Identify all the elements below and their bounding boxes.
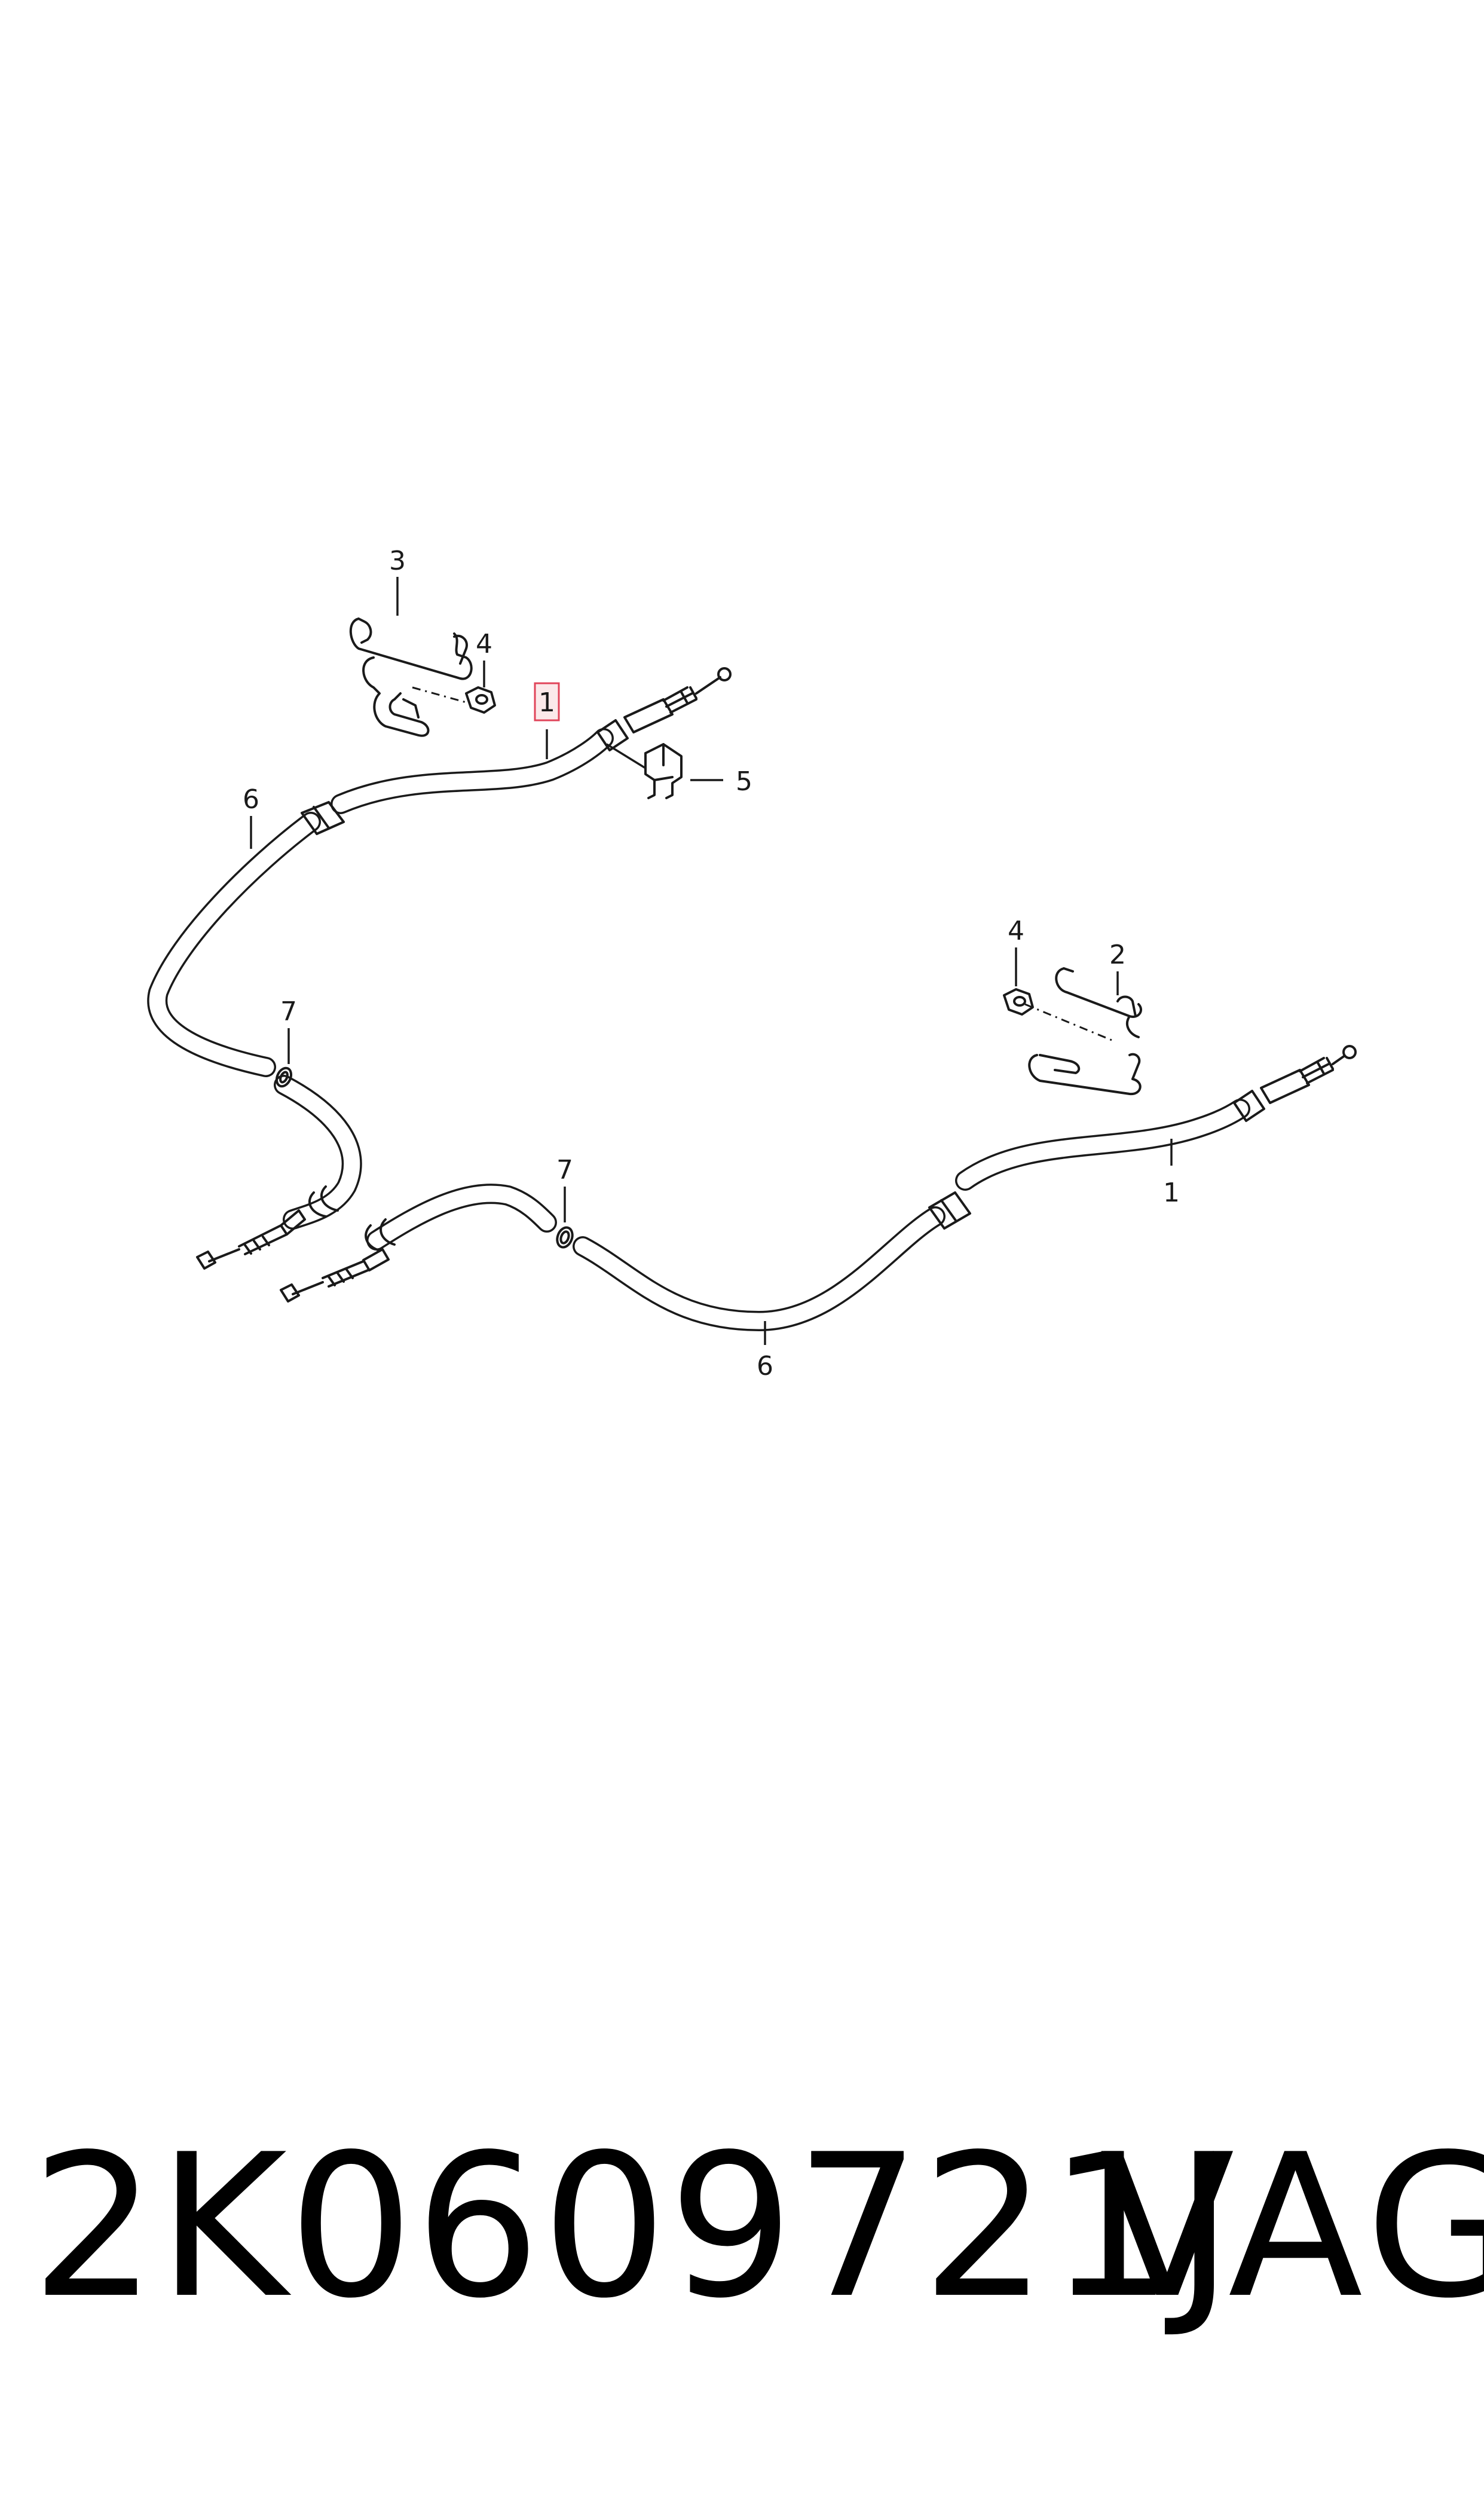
o-ring-mid — [556, 1226, 574, 1249]
lower-cable-end-fitting — [1233, 1054, 1346, 1122]
callout-1-top: 1 — [538, 687, 555, 718]
bracket-right — [1028, 967, 1142, 1096]
part-number: 2K0609721J — [31, 2112, 1235, 2341]
nut-upper-hole — [475, 694, 488, 705]
upper-cable-grommet — [301, 801, 345, 835]
clip-5-outline — [644, 743, 683, 799]
footer: 2K0609721J VAG — [0, 2128, 1484, 2403]
lower-cable-ball-end — [1342, 1045, 1357, 1059]
bracket-upper-hook — [362, 656, 430, 737]
callout-2: 2 — [1109, 940, 1126, 970]
bracket-right-outline — [1055, 967, 1142, 1038]
bracket-upper — [349, 617, 473, 737]
nut-upper — [465, 686, 496, 714]
lower-cable-left-nut — [280, 1283, 300, 1303]
nut-right-hex — [1003, 988, 1034, 1016]
o-ring-left-inner — [279, 1071, 289, 1084]
lower-brake-cable — [280, 1045, 1357, 1331]
exploded-parts-diagram: 1 1 2 3 4 4 5 6 6 7 7 — [147, 546, 1357, 1381]
upper-cable-sheath-left-core — [149, 814, 319, 1075]
nut-right — [1003, 988, 1034, 1016]
nut-upper-hex — [465, 686, 496, 714]
upper-cable-rear-end — [208, 1209, 306, 1262]
callout-7-mid: 7 — [556, 1155, 573, 1185]
upper-cable-ball-end — [717, 667, 732, 681]
upper-brake-cable — [147, 667, 732, 1270]
lower-cable-clip — [365, 1218, 396, 1252]
callout-6-left: 6 — [243, 784, 259, 815]
leader-5-to-cable — [606, 743, 646, 769]
nut-right-hole — [1013, 996, 1026, 1007]
brand-name: VAG — [1100, 2112, 1484, 2341]
callout-7-left: 7 — [280, 996, 297, 1027]
lower-cable-sheath-right-core — [957, 1100, 1249, 1189]
bracket-upper-axis — [412, 686, 467, 704]
clip-5 — [644, 743, 683, 799]
upper-cable-end-fitting — [596, 676, 721, 751]
upper-cable-rear-nut — [196, 1251, 216, 1270]
callout-3: 3 — [389, 546, 406, 576]
callout-6-bottom: 6 — [757, 1351, 773, 1381]
callout-4-right: 4 — [1008, 916, 1024, 946]
callout-1-bottom: 1 — [1163, 1178, 1180, 1208]
o-ring-mid-inner — [559, 1230, 570, 1245]
bracket-right-hook — [1028, 1053, 1142, 1096]
bracket-upper-outline — [349, 617, 473, 680]
highlight-box-1 — [534, 682, 560, 722]
callout-4-left: 4 — [476, 629, 492, 659]
o-ring-left — [275, 1066, 293, 1088]
lower-cable-sheath-main-core — [574, 1208, 944, 1329]
bracket-upper-tab — [402, 698, 420, 719]
lower-cable-sheath-left-core — [368, 1185, 555, 1249]
callout-5: 5 — [736, 766, 752, 797]
bracket-right-axis — [1024, 1003, 1112, 1041]
upper-cable-rear-clip — [308, 1185, 339, 1218]
upper-cable-sheath-main-core — [332, 730, 612, 812]
lower-cable-left-end — [292, 1248, 390, 1295]
lower-cable-grommet — [928, 1191, 971, 1230]
